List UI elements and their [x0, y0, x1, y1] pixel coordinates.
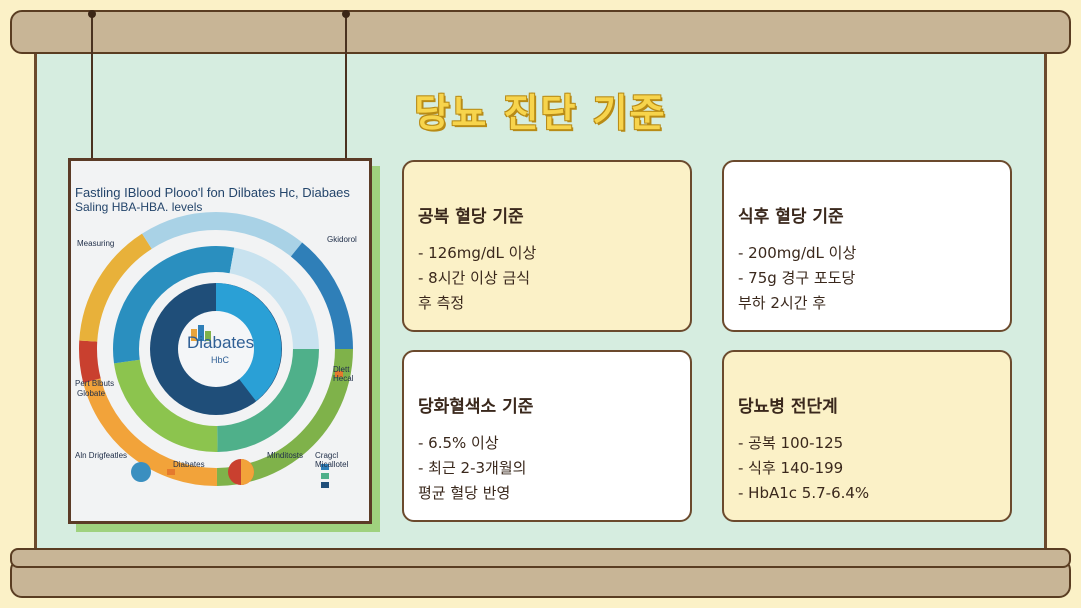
- card-title: 당뇨병 전단계: [738, 397, 838, 417]
- card-prediabetes: 당뇨병 전단계 - 공복 100-125 - 식후 140-199 - HbA1…: [722, 350, 1012, 522]
- poster-label: Pert Blbuts: [75, 379, 115, 388]
- poster-label: Cragcl Micallotel: [315, 451, 349, 469]
- poster-label: Gkidorol: [327, 235, 357, 244]
- card-line: - 식후 140-199: [738, 459, 844, 477]
- card-title: 식후 혈당 기준: [738, 207, 844, 227]
- poster-center-label: Diabates: [187, 333, 255, 352]
- card-line: 부하 2시간 후: [738, 294, 827, 312]
- card-line: - 75g 경구 포도당: [738, 269, 856, 287]
- card-line: - HbA1c 5.7-6.4%: [738, 484, 870, 502]
- donut-chart-graphic: [79, 212, 353, 488]
- page-title: 당뇨 진단 기준: [414, 91, 667, 135]
- bottom-rod-rail: [10, 548, 1071, 568]
- card-line: - 8시간 이상 금식: [418, 269, 531, 287]
- card-line: - 6.5% 이상: [418, 434, 499, 452]
- card-line: - 126mg/dL 이상: [418, 244, 537, 262]
- poster-label: Globate: [77, 389, 106, 398]
- poster-label: Aln Drigfeatles: [75, 451, 128, 460]
- poster-subtitle: Saling HBA-HBA. levels: [75, 200, 203, 214]
- pin-icon: [342, 10, 350, 18]
- top-rod: [10, 10, 1071, 54]
- infographic-poster: Fastling IBlood Plooo'l fon Dilbates Hc,…: [68, 158, 372, 524]
- card-line: - 최근 2-3개월의: [418, 459, 527, 477]
- poster-label: Measuring: [77, 239, 115, 248]
- poster-center-sub: HbC: [211, 355, 230, 365]
- card-line: - 공복 100-125: [738, 434, 844, 452]
- pin-icon: [88, 10, 96, 18]
- poster-label: Diabates: [173, 460, 205, 469]
- poster-label: Mlnditosts: [267, 451, 304, 460]
- card-line: - 200mg/dL 이상: [738, 244, 857, 262]
- card-line: 평균 혈당 반영: [418, 484, 511, 502]
- hanging-string-right: [345, 12, 347, 172]
- poster-label: Dlett Hecal: [333, 365, 354, 383]
- hanging-string-left: [91, 12, 93, 172]
- card-title: 공복 혈당 기준: [418, 207, 524, 227]
- card-hba1c: 당화혈색소 기준 - 6.5% 이상 - 최근 2-3개월의 평균 혈당 반영: [402, 350, 692, 522]
- card-fasting-glucose: 공복 혈당 기준 - 126mg/dL 이상 - 8시간 이상 금식 후 측정: [402, 160, 692, 332]
- poster-title: Fastling IBlood Plooo'l fon Dilbates Hc,…: [75, 185, 350, 200]
- card-line: 후 측정: [418, 294, 465, 312]
- card-postprandial-glucose: 식후 혈당 기준 - 200mg/dL 이상 - 75g 경구 포도당 부하 2…: [722, 160, 1012, 332]
- card-title: 당화혈색소 기준: [418, 397, 534, 417]
